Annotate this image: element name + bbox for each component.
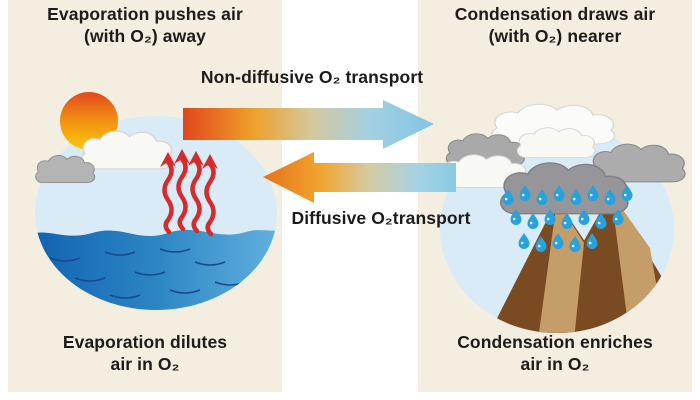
left-panel-caption: Evaporation dilutes air in O₂ xyxy=(62,332,228,374)
diffusive-transport-label: Diffusive O₂transport xyxy=(291,208,471,228)
right-panel-title: Condensation draws air (with O₂) nearer xyxy=(454,4,656,46)
non-diffusive-transport-label: Non-diffusive O₂ transport xyxy=(200,67,424,87)
right-scene xyxy=(439,103,686,333)
bottom-transport-arrow xyxy=(263,152,456,203)
right-panel-caption: Condensation enriches air in O₂ xyxy=(457,332,653,374)
left-panel-title: Evaporation pushes air (with O₂) away xyxy=(47,4,243,46)
top-transport-arrow xyxy=(183,100,434,149)
ocean xyxy=(35,228,277,310)
